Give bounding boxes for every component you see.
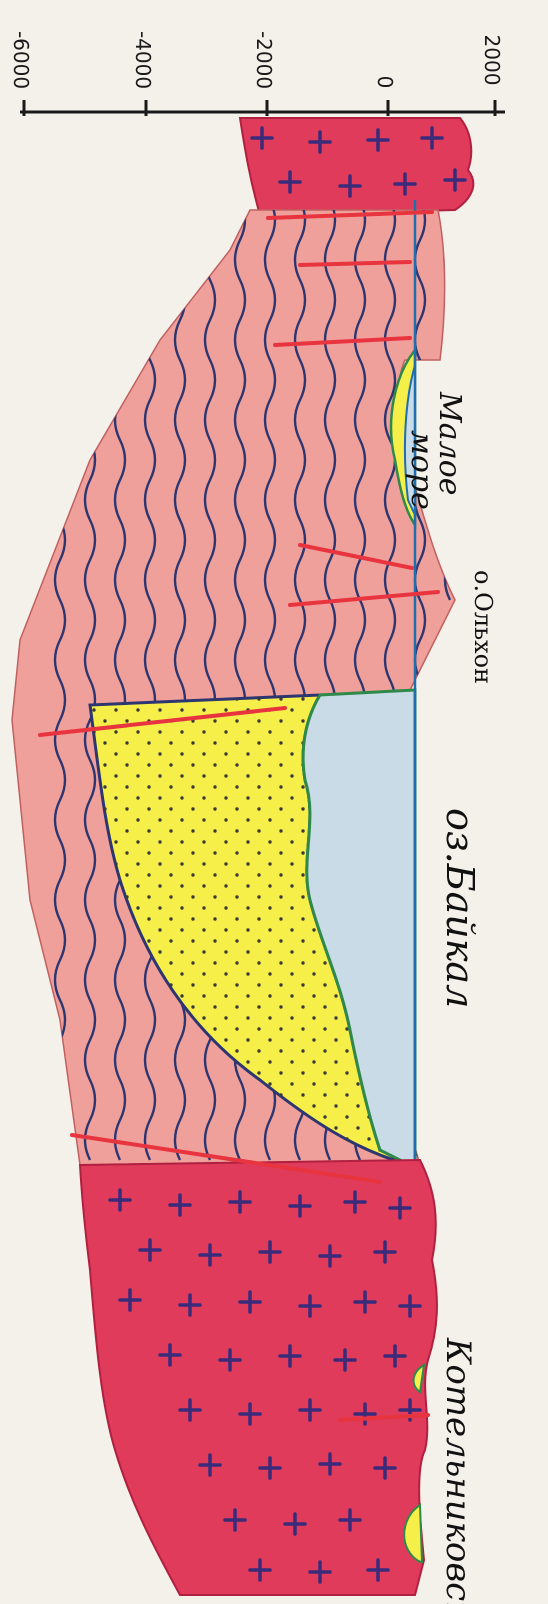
tick-label-minus-6000: -6000 <box>9 31 33 89</box>
depth-axis: 2000 0 -2000 -4000 -6000 <box>9 31 505 116</box>
depth-ticks <box>24 100 495 116</box>
granite-block-top <box>240 118 473 215</box>
label-kotelnikovsky: Котельниковский <box>438 1337 478 1604</box>
tick-label-0: 0 <box>373 76 397 89</box>
label-olkhon: о.Ольхон <box>469 570 497 684</box>
tick-label-minus-2000: -2000 <box>252 31 276 89</box>
label-maloe-more-line2: море <box>404 430 439 510</box>
label-baikal: оз.Байкал <box>438 808 482 1008</box>
granite-block-bottom <box>80 1160 437 1595</box>
tick-label-2000: 2000 <box>480 35 504 86</box>
tick-label-minus-4000: -4000 <box>131 31 155 89</box>
